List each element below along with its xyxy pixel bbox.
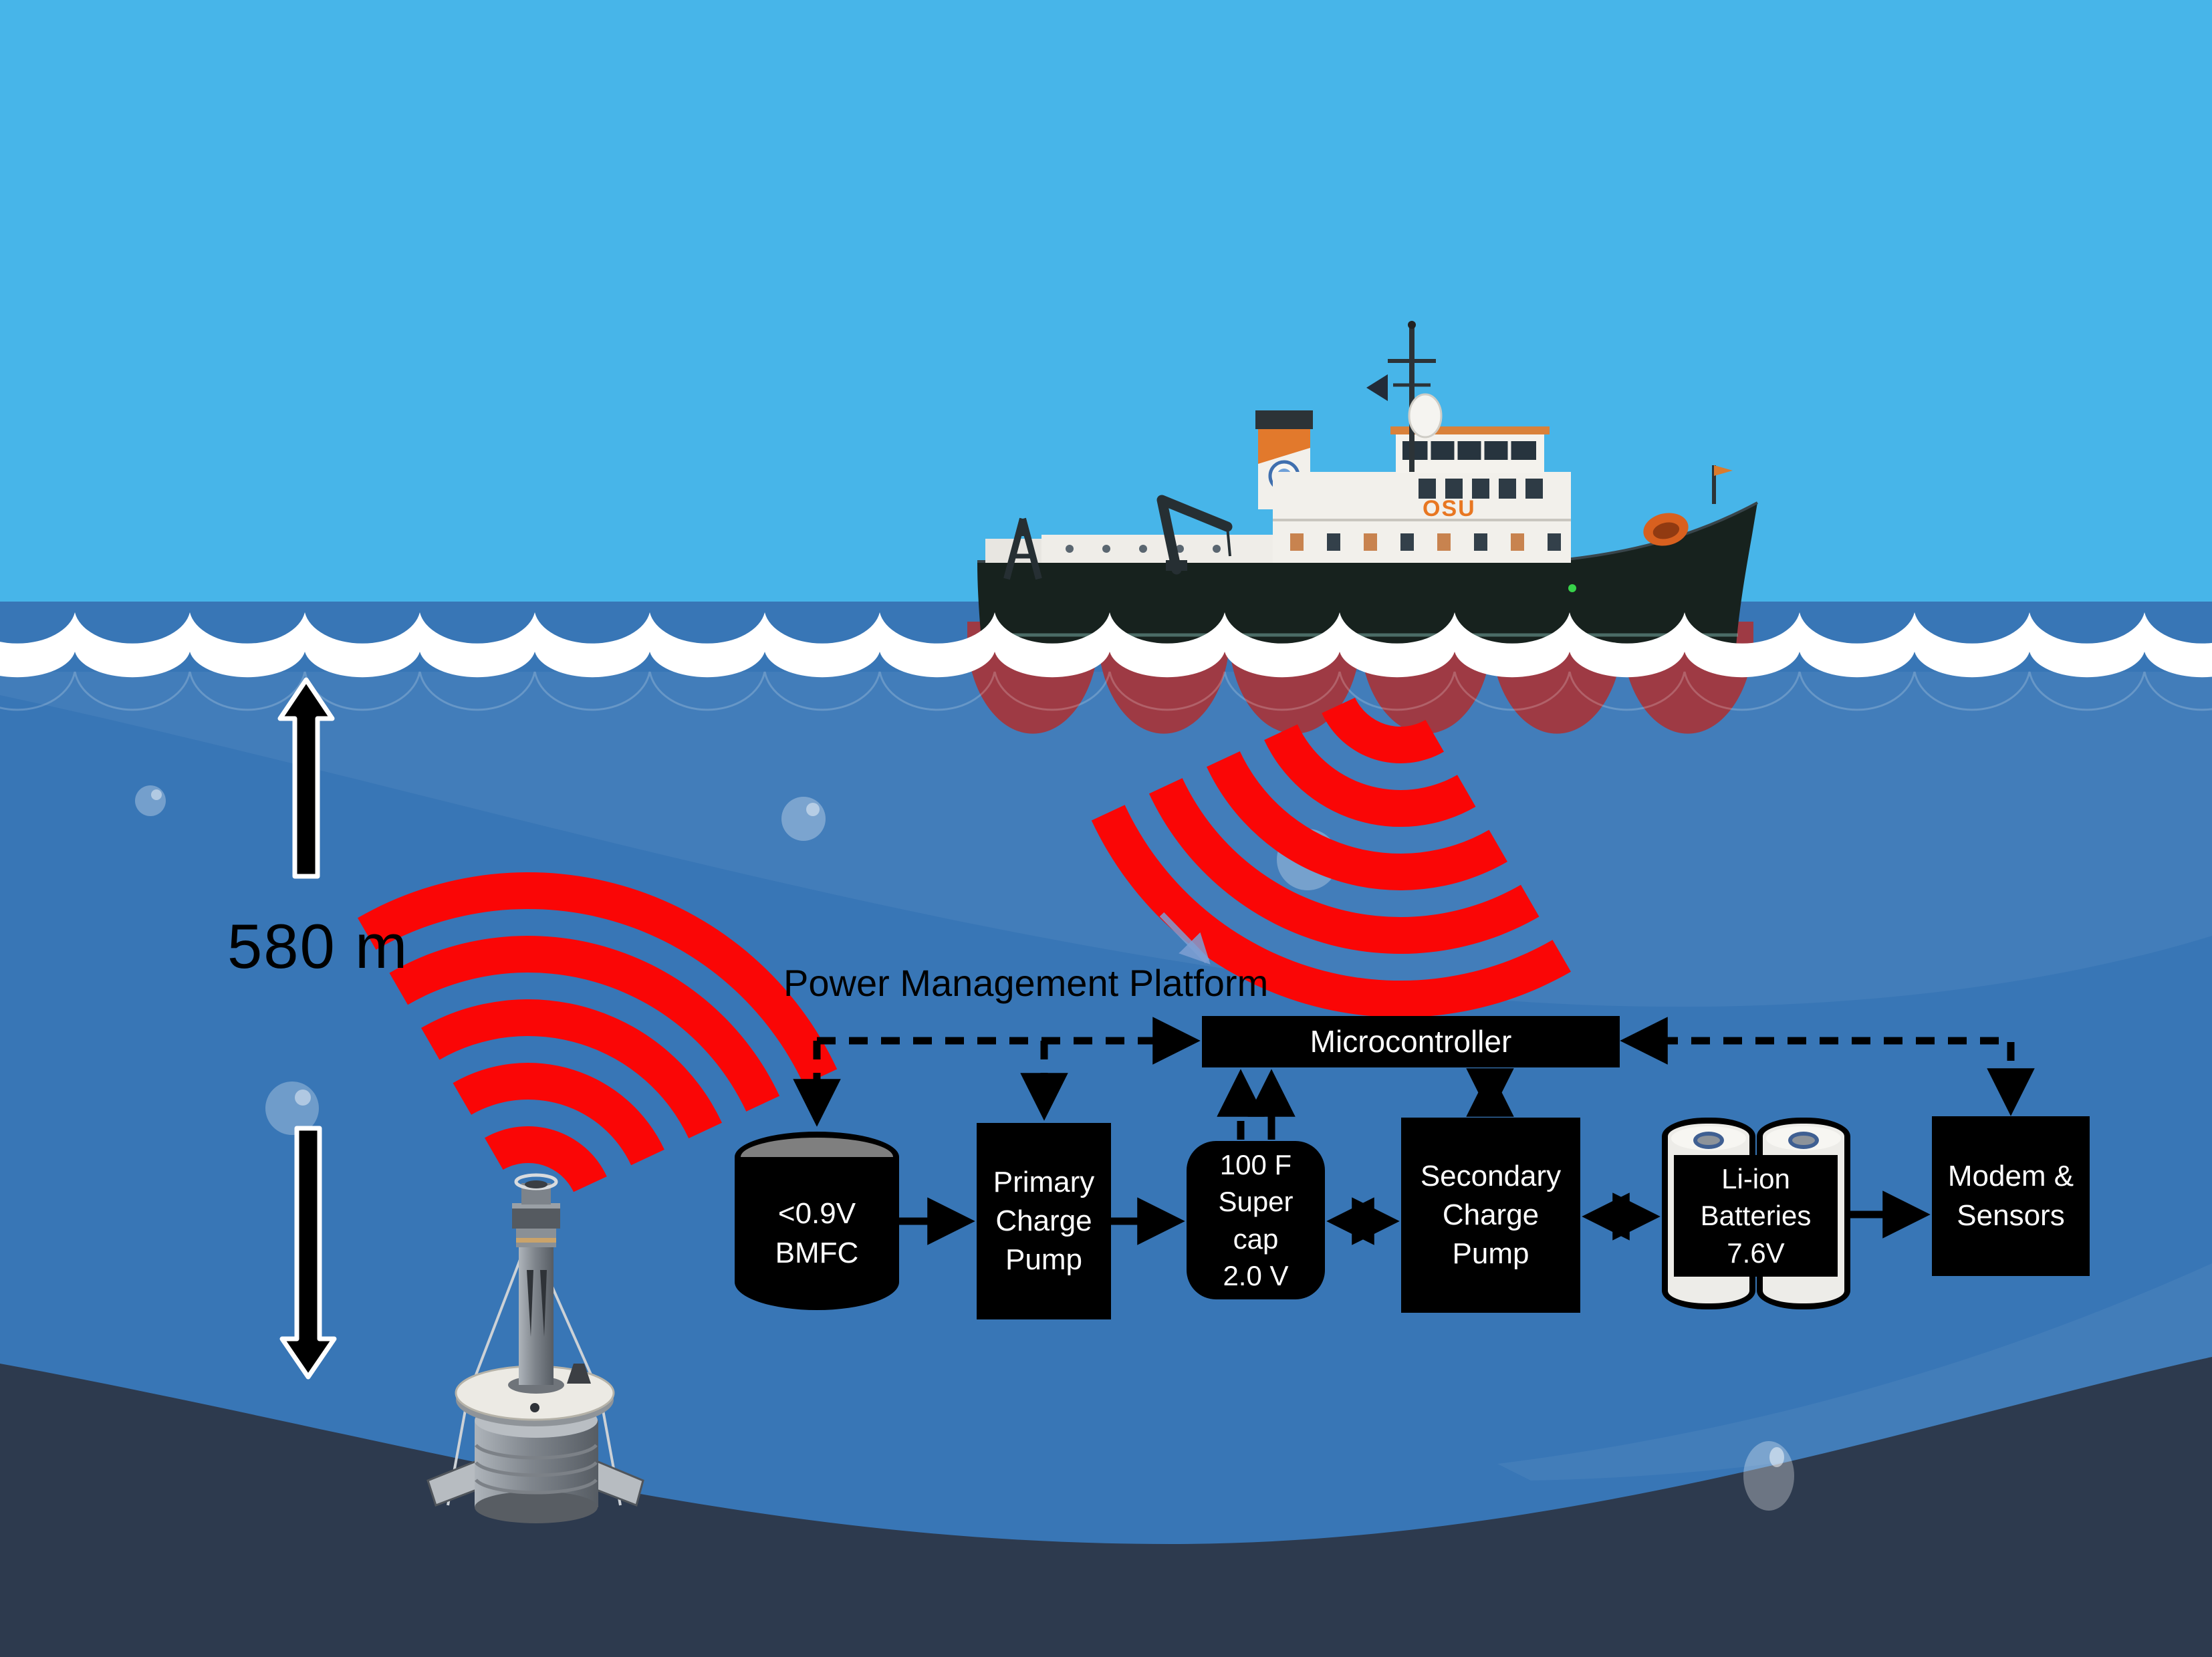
bubble: [1743, 1441, 1794, 1511]
block-secondary-charge-pump: Secondary Charge Pump: [1401, 1118, 1580, 1313]
fore-pennant-icon: [1714, 465, 1733, 476]
block-primary-charge-pump: Primary Charge Pump: [977, 1123, 1111, 1319]
bubble: [265, 1081, 319, 1135]
water-light-band-2: [1497, 1263, 2212, 1481]
depth-arrow-up: [277, 677, 335, 879]
platform-callout-arrow: [1159, 912, 1211, 965]
sonar-waves-bmfc-icon: [358, 872, 838, 1192]
wave-foam-band: [0, 612, 2212, 678]
ship-flag-icon: [1366, 374, 1388, 401]
block-modem-sensors: Modem & Sensors: [1932, 1116, 2090, 1276]
sonar-waves-ship-icon: [1091, 697, 1571, 1018]
block-microcontroller: Microcontroller: [1202, 1016, 1620, 1067]
depth-label: 580 m: [227, 911, 409, 981]
ship-nav-light: [1568, 584, 1576, 592]
bmfc-device: [426, 1173, 644, 1523]
main-mast: [1388, 321, 1436, 472]
aft-crane-icon: [1156, 495, 1233, 575]
battery-terminal-icon: [1788, 1132, 1819, 1149]
aft-deckhouse: [1041, 535, 1273, 563]
device-column: [508, 1173, 564, 1394]
bubble: [135, 785, 166, 816]
beaver-logo-icon: [1643, 513, 1689, 546]
dashed-micro-modem-elbow: [1620, 1017, 2035, 1116]
ship-osu-label: OSU: [1423, 496, 1476, 521]
radar-dome-icon: [1408, 393, 1443, 438]
diagram-connectors: [793, 1017, 2035, 1245]
block-liion-batteries: Li-ion Batteries 7.6V: [1674, 1155, 1838, 1277]
stern-a-frame-icon: [1003, 517, 1042, 580]
bubble: [781, 797, 826, 841]
block-supercapacitor: 100 F Super cap 2.0 V: [1187, 1141, 1325, 1299]
block-bmfc: <0.9V BMFC: [735, 1157, 899, 1310]
wave-undercurve-outline: [0, 671, 2212, 711]
depth-arrow-down: [279, 1126, 337, 1380]
superstructure-windows: [1290, 479, 1561, 551]
battery-terminal-icon: [1693, 1132, 1724, 1149]
ship-hull: [977, 503, 1757, 647]
aft-deckhouse-portholes: [1066, 545, 1221, 553]
seafloor: [0, 1357, 2212, 1657]
platform-title: Power Management Platform: [783, 962, 1269, 1004]
